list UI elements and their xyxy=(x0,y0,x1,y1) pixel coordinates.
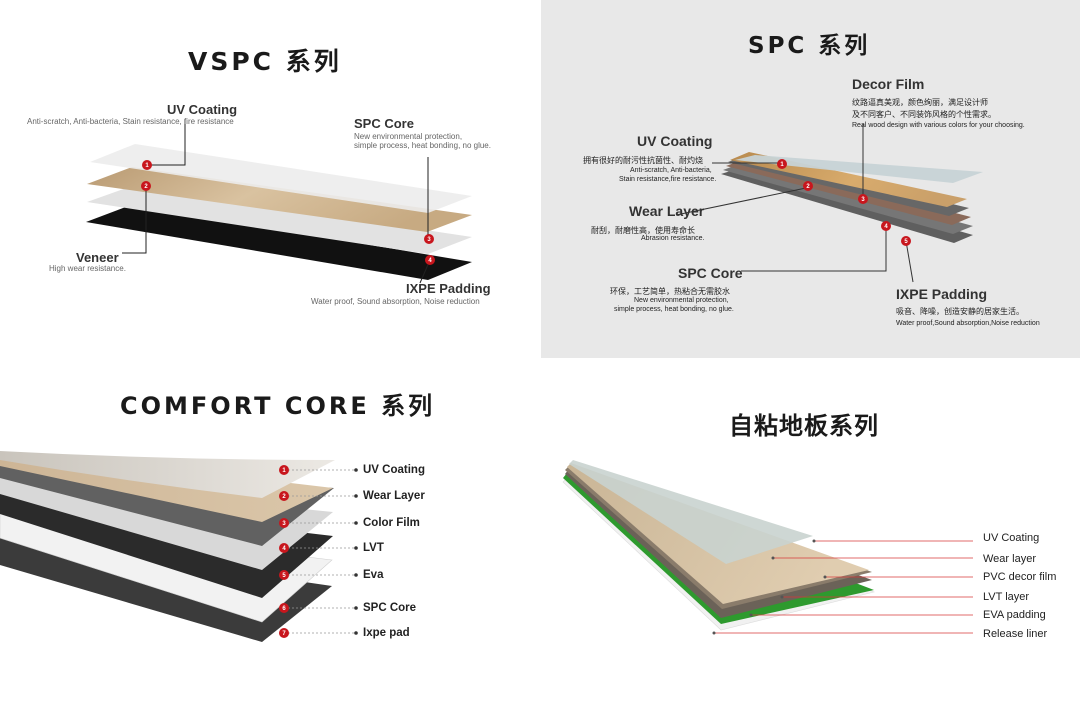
comfort-panel: COMFORT CORE 系列 xyxy=(0,360,540,722)
spc-leader-ixpe xyxy=(905,240,914,283)
comfort-label-wear: Wear Layer xyxy=(363,490,425,502)
spc-decor-name: Decor Film xyxy=(852,76,925,92)
vspc-uv-desc: Anti-scratch, Anti-bacteria, Stain resis… xyxy=(27,117,234,126)
comfort-label-lvt: LVT xyxy=(363,542,384,554)
comfort-label-uv: UV Coating xyxy=(363,464,425,476)
spc-film-layer xyxy=(735,155,983,183)
self-label-uv: UV Coating xyxy=(983,532,1040,544)
vspc-layer-diagram: 1 2 3 4 xyxy=(86,120,472,284)
comfort-uv-layer xyxy=(0,451,335,498)
svg-text:6: 6 xyxy=(282,606,286,612)
spc-uv-en2: Stain resistance,fire resistance. xyxy=(619,176,717,183)
svg-text:4: 4 xyxy=(282,546,286,552)
self-label-lvt: LVT layer xyxy=(983,591,1030,603)
comfort-label-color-film: Color Film xyxy=(363,517,420,529)
self-adhesive-layer-diagram xyxy=(562,460,973,635)
self-label-eva: EVA padding xyxy=(983,609,1046,621)
spc-marker-1: 1 xyxy=(777,159,787,169)
comfort-marker-4: 4 xyxy=(279,543,289,553)
vspc-ixpe-name: IXPE Padding xyxy=(406,281,491,296)
svg-text:5: 5 xyxy=(282,573,286,579)
spc-core-cn: 环保，工艺简单，热粘合无需胶水 xyxy=(610,287,730,296)
vspc-marker-3: 3 xyxy=(424,234,434,244)
vspc-ixpe-desc: Water proof, Sound absorption, Noise red… xyxy=(311,297,480,306)
svg-text:4: 4 xyxy=(884,224,888,230)
svg-text:1: 1 xyxy=(282,468,286,474)
self-label-wear: Wear layer xyxy=(983,553,1036,565)
spc-wear-en: Abrasion resistance. xyxy=(641,235,705,242)
vspc-core-desc2: simple process, heat bonding, no glue. xyxy=(354,141,491,150)
comfort-marker-5: 5 xyxy=(279,570,289,580)
spc-decor-cn2: 及不同客户、不同装饰风格的个性需求。 xyxy=(852,110,996,119)
spc-wear-cn: 耐刮，耐磨性高，使用寿命长 xyxy=(591,226,695,235)
comfort-layer-diagram: 1 2 3 4 5 6 7 xyxy=(0,451,358,642)
svg-text:5: 5 xyxy=(904,239,908,245)
vspc-leader-uv xyxy=(147,120,186,166)
svg-text:2: 2 xyxy=(144,184,148,190)
spc-title: SPC 系列 xyxy=(748,33,871,59)
svg-text:7: 7 xyxy=(282,631,286,637)
vspc-marker-1: 1 xyxy=(142,160,152,170)
spc-wear-name: Wear Layer xyxy=(629,203,705,219)
spc-core-en2: simple process, heat bonding, no glue. xyxy=(614,306,734,313)
spc-uv-name: UV Coating xyxy=(637,133,713,149)
spc-ixpe-en: Water proof,Sound absorption,Noise reduc… xyxy=(896,320,1040,327)
spc-uv-en1: Anti-scratch, Anti-bacteria, xyxy=(630,167,712,174)
vspc-marker-4: 4 xyxy=(425,255,435,265)
spc-uv-cn: 拥有很好的耐污性抗菌性、耐灼烧 xyxy=(583,156,703,165)
spc-ixpe-name: IXPE Padding xyxy=(896,286,988,302)
vspc-marker-2: 2 xyxy=(141,181,151,191)
comfort-marker-3: 3 xyxy=(279,518,289,528)
self-uv-layer xyxy=(569,460,813,564)
vspc-title: VSPC 系列 xyxy=(188,47,342,76)
vspc-panel: VSPC 系列 1 2 3 4 UV Coating Anti-scratch,… xyxy=(0,0,540,358)
spc-marker-2: 2 xyxy=(803,181,813,191)
svg-text:1: 1 xyxy=(145,163,149,169)
spc-wood-layer xyxy=(730,152,967,207)
comfort-label-eva: Eva xyxy=(363,569,384,581)
spc-marker-3: 3 xyxy=(858,194,868,204)
comfort-label-spc: SPC Core xyxy=(363,602,417,614)
spc-core-name: SPC Core xyxy=(678,265,743,281)
spc-decor-en: Real wood design with various colors for… xyxy=(852,122,1025,129)
spc-decor-cn1: 纹路逼真美观，颜色绚丽，满足设计师 xyxy=(852,98,988,107)
svg-text:3: 3 xyxy=(282,521,286,527)
comfort-title: COMFORT CORE 系列 xyxy=(120,392,436,420)
self-label-film: PVC decor film xyxy=(983,571,1057,583)
spc-leader-wear xyxy=(675,187,807,216)
self-adhesive-panel: 自粘地板系列 UV Coating Wear layer PVC xyxy=(541,360,1080,722)
spc-marker-4: 4 xyxy=(881,221,891,231)
vspc-veneer-desc: High wear resistance. xyxy=(49,264,126,273)
spc-leader-core xyxy=(741,226,887,272)
vspc-core-layer xyxy=(87,186,472,254)
svg-text:2: 2 xyxy=(282,494,286,500)
vspc-leader-veneer xyxy=(122,187,147,254)
vspc-core-name: SPC Core xyxy=(354,116,414,131)
vspc-uv-name: UV Coating xyxy=(167,102,238,117)
spc-ixpe-cn: 吸音、降噪，创造安静的居家生活。 xyxy=(896,307,1024,316)
spc-marker-5: 5 xyxy=(901,236,911,246)
comfort-label-ixpe: Ixpe pad xyxy=(363,627,410,639)
spc-core-en1: New environmental protection, xyxy=(634,297,729,304)
svg-text:3: 3 xyxy=(861,197,865,203)
svg-text:1: 1 xyxy=(780,162,784,168)
comfort-marker-6: 6 xyxy=(279,603,289,613)
vspc-padding-layer xyxy=(86,205,472,280)
self-adhesive-title: 自粘地板系列 xyxy=(729,412,879,440)
svg-text:3: 3 xyxy=(427,237,431,243)
comfort-marker-1: 1 xyxy=(279,465,289,475)
spc-panel: SPC 系列 1 2 3 4 5 Decor Film 纹路逼真美观，颜色绚丽，… xyxy=(541,0,1080,358)
spc-layer-diagram: 1 2 3 4 5 xyxy=(675,124,983,283)
comfort-marker-7: 7 xyxy=(279,628,289,638)
self-label-liner: Release liner xyxy=(983,628,1048,640)
vspc-veneer-layer xyxy=(87,167,472,232)
vspc-veneer-name: Veneer xyxy=(76,250,119,265)
vspc-core-desc1: New environmental protection, xyxy=(354,132,463,141)
comfort-marker-2: 2 xyxy=(279,491,289,501)
svg-text:4: 4 xyxy=(428,258,432,264)
svg-text:2: 2 xyxy=(806,184,810,190)
